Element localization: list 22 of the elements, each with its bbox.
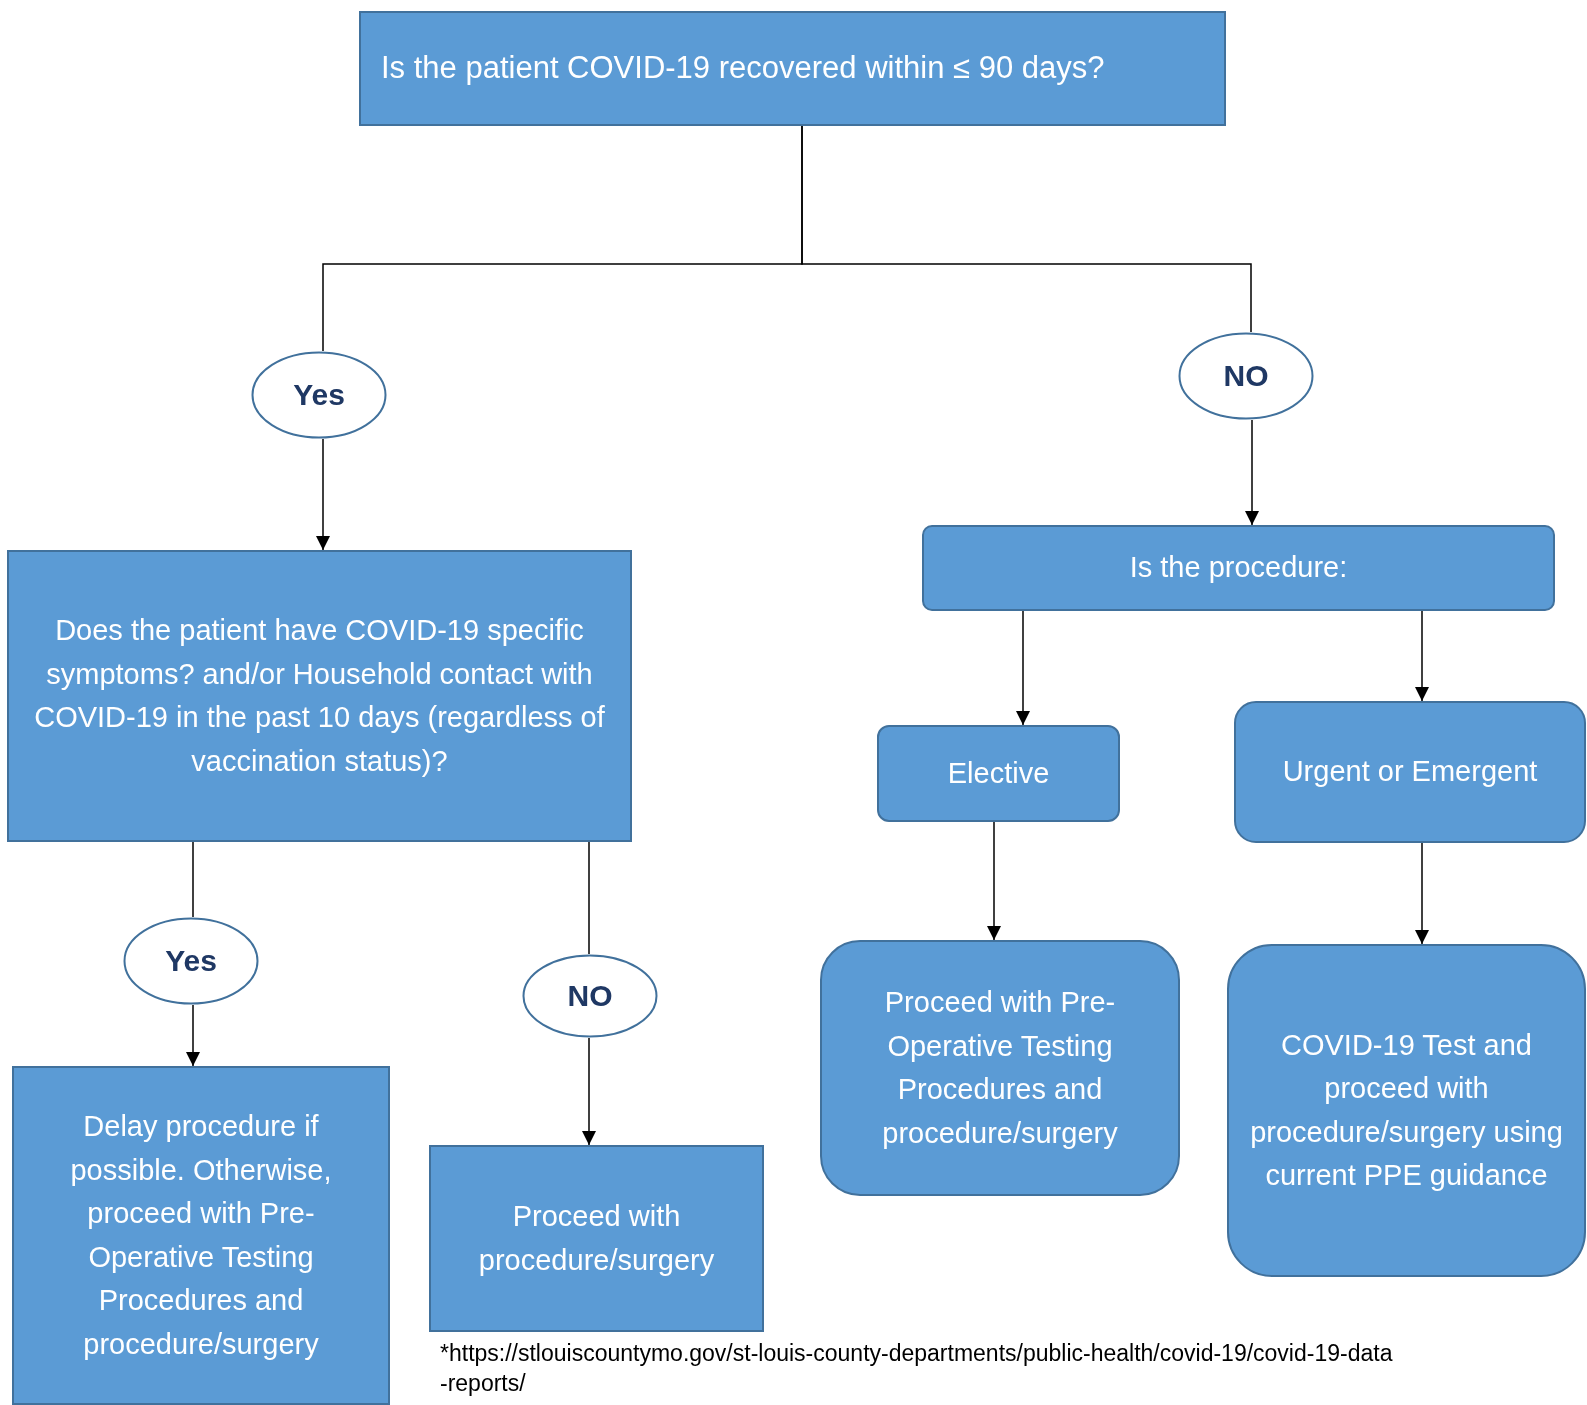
rounded-process-box: Is the procedure: — [922, 525, 1555, 611]
decision-ellipse: NO — [522, 954, 658, 1038]
process-box: Proceed with procedure/surgery — [429, 1145, 764, 1332]
connector-arrow — [987, 821, 1001, 941]
rounded-process-box: Urgent or Emergent — [1234, 701, 1586, 843]
connector-arrow — [1415, 610, 1429, 702]
rounded-process-box: COVID-19 Test and proceed with procedure/surgery using current PPE guidance — [1227, 944, 1586, 1277]
decision-ellipse: NO — [1178, 332, 1314, 420]
process-box: Does the patient have COVID-19 specific symptoms? and/or Household contact with COVID-19 in the past 10 days (regardless of vaccination status)? — [7, 550, 632, 842]
connector-arrow — [1245, 419, 1259, 526]
connector-arrow — [186, 1004, 200, 1067]
connector-arrow — [1415, 842, 1429, 945]
connector-arrow — [316, 438, 330, 551]
connector-arrow — [1016, 610, 1030, 726]
process-box: Delay procedure if possible. Otherwise, proceed with Pre-Operative Testing Procedures and procedure/surgery — [12, 1066, 390, 1405]
rounded-process-box: Proceed with Pre-Operative Testing Procedures and procedure/surgery — [820, 940, 1180, 1196]
process-box: Is the patient COVID-19 recovered within ≤ 90 days? — [359, 11, 1226, 126]
decision-ellipse: Yes — [251, 351, 387, 439]
footnote-url: *https://stlouiscountymo.gov/st-louis-county-departments/public-health/covid-19/covid-19-data-reports/ — [440, 1339, 1394, 1398]
decision-ellipse: Yes — [123, 917, 259, 1005]
rounded-process-box: Elective — [877, 725, 1120, 822]
connector-arrow — [582, 1037, 596, 1146]
